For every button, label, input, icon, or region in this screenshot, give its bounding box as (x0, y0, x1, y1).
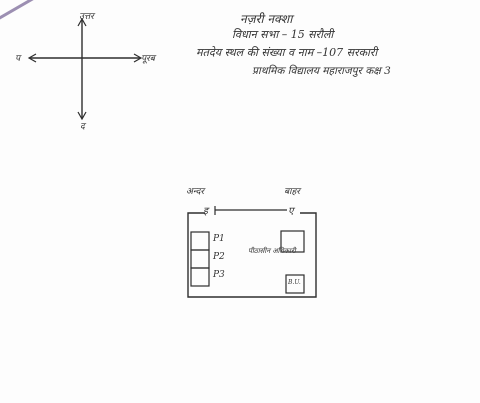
assembly-line: विधान सभा – 15 सरौली (232, 28, 334, 41)
booth-p3-label: P3 (213, 270, 225, 280)
map-title: नज़री नक्शा (240, 12, 293, 26)
exit-marker: ए (288, 206, 294, 217)
compass-north-label: उत्तर (79, 12, 94, 22)
compass-south-label: द (80, 122, 85, 132)
entry-marker: इ (203, 206, 208, 217)
school-room-line: प्राथमिक विद्यालय महाराजपुर कक्ष 3 (252, 65, 391, 77)
presiding-officer-label: पीठासीन अधिकारी (248, 247, 296, 255)
entry-direction-label: अन्दर (186, 187, 205, 197)
exit-direction-label: बाहर (284, 187, 300, 197)
booth-p1-label: P1 (213, 234, 225, 244)
compass-west-label: प (15, 54, 21, 64)
ballot-unit-label: B.U. (288, 279, 301, 286)
compass-east-label: पूरब (141, 54, 155, 64)
polling-station-line: मतदेय स्थल की संख्या व नाम –107 सरकारी (196, 46, 378, 59)
booth-p2-label: P2 (213, 252, 225, 262)
